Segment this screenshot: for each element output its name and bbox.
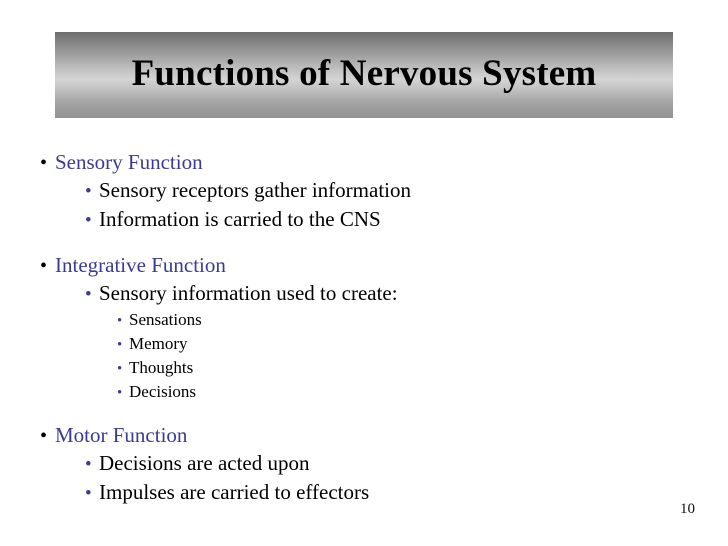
group-spacer xyxy=(0,234,728,251)
outline-level2-label: Sensory receptors gather information xyxy=(99,178,411,202)
slide-body: • Sensory Function • Sensory receptors g… xyxy=(0,148,728,507)
bullet-icon: • xyxy=(117,361,123,377)
outline-item-level2[interactable]: • Decisions are acted upon xyxy=(0,449,728,478)
outline-level2-label: Impulses are carried to effectors xyxy=(99,480,370,504)
outline-level1-label: Sensory Function xyxy=(55,150,203,174)
outline-level3-label: Sensations xyxy=(129,310,202,329)
bullet-icon: • xyxy=(117,337,123,353)
outline-level1-label: Integrative Function xyxy=(55,253,226,277)
group-spacer xyxy=(0,404,728,421)
bullet-icon: • xyxy=(85,284,92,305)
outline-level3-label: Memory xyxy=(129,334,188,353)
outline-level3-label: Decisions xyxy=(129,382,197,401)
outline-level2-label: Decisions are acted upon xyxy=(99,451,310,475)
outline-item-level2[interactable]: • Sensory information used to create: xyxy=(0,279,728,308)
outline-item-level1[interactable]: • Integrative Function xyxy=(0,251,728,279)
outline-item-level2[interactable]: • Impulses are carried to effectors xyxy=(0,478,728,507)
outline-item-level1[interactable]: • Sensory Function xyxy=(0,148,728,176)
outline-item-level3[interactable]: • Sensations xyxy=(0,308,728,332)
bullet-icon: • xyxy=(40,255,48,277)
outline-item-level3[interactable]: • Thoughts xyxy=(0,356,728,380)
outline-item-level2[interactable]: • Information is carried to the CNS xyxy=(0,205,728,234)
outline-item-level3[interactable]: • Memory xyxy=(0,332,728,356)
page-number: 10 xyxy=(680,501,695,517)
bullet-icon: • xyxy=(85,210,92,231)
bullet-icon: • xyxy=(40,425,48,447)
bullet-icon: • xyxy=(117,313,123,329)
bullet-icon: • xyxy=(85,454,92,475)
outline-level2-label: Sensory information used to create: xyxy=(99,281,398,305)
page-title: Functions of Nervous System xyxy=(131,53,597,94)
outline-item-level3[interactable]: • Decisions xyxy=(0,380,728,404)
bullet-icon: • xyxy=(117,385,123,401)
outline-item-level2[interactable]: • Sensory receptors gather information xyxy=(0,176,728,205)
outline-level3-label: Thoughts xyxy=(129,358,194,377)
bullet-icon: • xyxy=(85,181,92,202)
outline-item-level1[interactable]: • Motor Function xyxy=(0,421,728,449)
outline-level2-label: Information is carried to the CNS xyxy=(99,207,381,231)
bullet-icon: • xyxy=(85,483,92,504)
slide-title-bar: Functions of Nervous System xyxy=(55,32,673,118)
outline-level1-label: Motor Function xyxy=(55,423,188,447)
bullet-icon: • xyxy=(40,152,48,174)
